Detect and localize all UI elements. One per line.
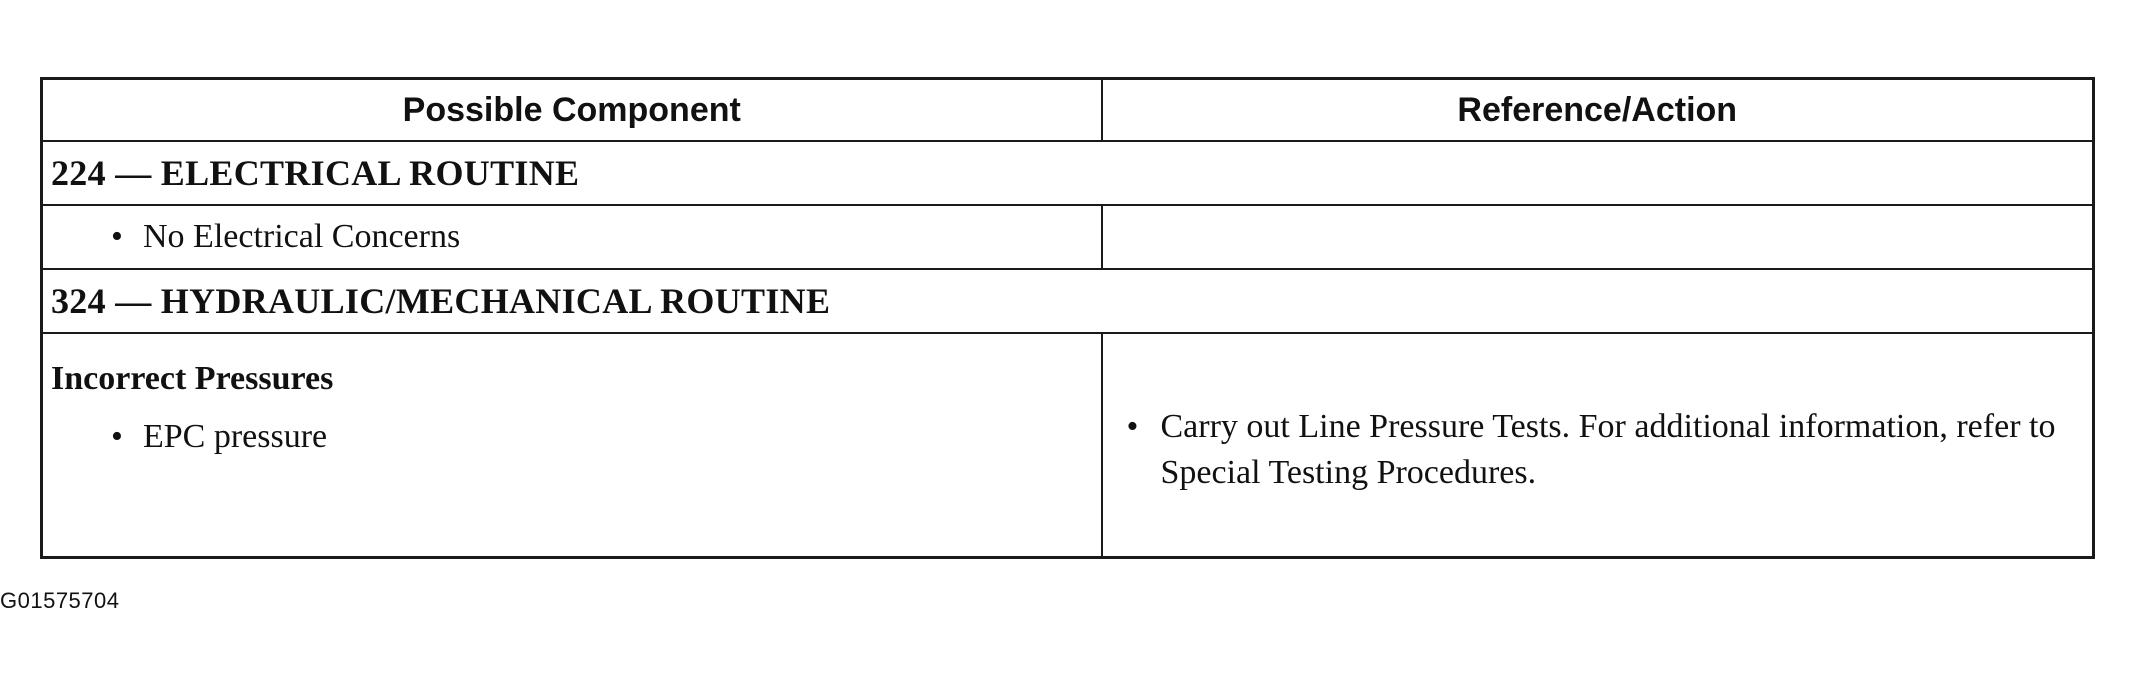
table-row: Incorrect Pressures • EPC pressure • Carr… bbox=[40, 332, 2095, 559]
component-text: No Electrical Concerns bbox=[143, 218, 461, 255]
header-row: Possible Component Reference/Action bbox=[40, 77, 2095, 142]
diagnostic-table: Possible Component Reference/Action 224 … bbox=[40, 77, 2095, 559]
header-reference-action: Reference/Action bbox=[1100, 77, 2095, 142]
figure-id: G01575704 bbox=[0, 588, 120, 613]
header-possible-component: Possible Component bbox=[40, 77, 1103, 142]
table-row: • No Electrical Concerns bbox=[40, 204, 2095, 270]
component-text: EPC pressure bbox=[143, 418, 328, 455]
bullet-icon: • bbox=[1126, 408, 1139, 445]
diagnostic-table-container: Possible Component Reference/Action 224 … bbox=[40, 77, 2095, 559]
action-cell: • Carry out Line Pressure Tests. For add… bbox=[1100, 332, 2095, 559]
section-title-electrical: 224 — ELECTRICAL ROUTINE bbox=[40, 140, 2095, 206]
section-row-electrical: 224 — ELECTRICAL ROUTINE bbox=[40, 140, 2095, 206]
subheading-incorrect-pressures: Incorrect Pressures bbox=[51, 360, 334, 397]
component-cell: • No Electrical Concerns bbox=[40, 204, 1103, 270]
action-cell-empty bbox=[1100, 204, 2095, 270]
bullet-icon: • bbox=[111, 218, 123, 255]
action-text: Carry out Line Pressure Tests. For addit… bbox=[1160, 408, 2056, 491]
section-title-hydraulic: 324 — HYDRAULIC/MECHANICAL ROUTINE bbox=[40, 268, 2095, 334]
component-item: • EPC pressure bbox=[43, 398, 1101, 456]
component-cell: Incorrect Pressures • EPC pressure bbox=[40, 332, 1103, 559]
action-item: • Carry out Line Pressure Tests. For add… bbox=[1103, 334, 2093, 496]
section-row-hydraulic: 324 — HYDRAULIC/MECHANICAL ROUTINE bbox=[40, 268, 2095, 334]
bullet-icon: • bbox=[111, 418, 123, 455]
